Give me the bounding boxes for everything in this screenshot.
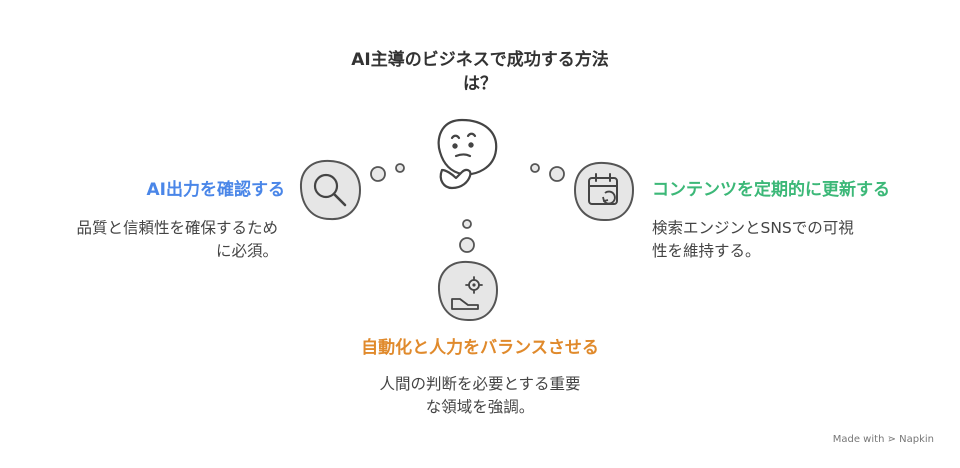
right-description: 検索エンジンとSNSでの可視 性を維持する。	[652, 217, 854, 263]
left-desc-line-2: に必須。	[215, 242, 278, 260]
connector-dots-bottom	[459, 219, 475, 253]
bottom-desc-line-1: 人間の判断を必要とする重要	[379, 375, 581, 393]
title-line-2: は？	[463, 74, 497, 94]
title-line-1: AI主導のビジネスで成功する方法	[351, 50, 609, 70]
bottom-description: 人間の判断を必要とする重要 な領域を強調。	[280, 373, 680, 419]
thinking-face-icon	[437, 118, 498, 190]
page-title: AI主導のビジネスで成功する方法 は？	[300, 48, 660, 96]
napkin-watermark: Made with ⋗ Napkin	[832, 434, 934, 445]
left-description: 品質と信頼性を確保するため に必須。	[76, 217, 278, 263]
gear-hand-icon	[437, 260, 499, 322]
left-heading: AI出力を確認する	[146, 180, 285, 200]
right-desc-line-2: 性を維持する。	[652, 242, 761, 260]
bottom-desc-line-2: な領域を強調。	[425, 398, 535, 416]
connector-dots-right	[530, 163, 565, 182]
magnifier-icon	[299, 159, 362, 221]
right-heading: コンテンツを定期的に更新する	[652, 180, 890, 200]
connector-dots-left	[370, 163, 405, 182]
calendar-refresh-icon	[573, 161, 635, 222]
left-desc-line-1: 品質と信頼性を確保するため	[76, 219, 278, 237]
bottom-heading: 自動化と人力をバランスさせる	[361, 338, 599, 358]
right-desc-line-1: 検索エンジンとSNSでの可視	[652, 219, 854, 237]
